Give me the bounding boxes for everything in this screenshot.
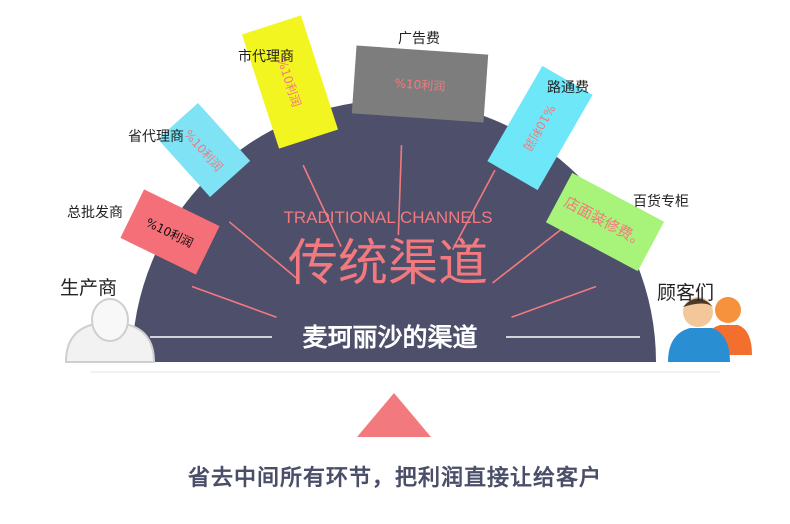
segment-block: %10利润	[241, 15, 339, 149]
heading-cn: 传统渠道	[288, 234, 488, 292]
customers-label: 顾客们	[657, 282, 715, 304]
subtitle: 麦珂丽沙的渠道	[302, 323, 477, 352]
segment-box	[351, 45, 489, 123]
pivot-triangle	[357, 393, 431, 437]
segment-block: %10利润	[157, 102, 251, 198]
ray	[397, 145, 403, 236]
segment-box	[545, 172, 665, 272]
segment-label-1: 省代理商	[128, 129, 184, 145]
ray	[228, 221, 299, 281]
segment-box	[241, 15, 339, 149]
ray	[492, 227, 564, 284]
segment-label-3: 广告费	[398, 31, 440, 47]
producer-label: 生产商	[60, 277, 118, 299]
segment-label-0: 总批发商	[67, 205, 123, 221]
ray	[451, 169, 496, 251]
customers-icon	[668, 297, 752, 362]
ray	[302, 164, 342, 248]
segment-box	[120, 189, 220, 275]
segment-box	[157, 102, 251, 198]
heading-en: TRADITIONAL CHANNELS	[283, 208, 492, 227]
ray	[191, 285, 277, 318]
segment-text: %10利润	[394, 76, 446, 94]
segment-label-2: 市代理商	[238, 49, 294, 65]
segment-label-4: 路通费	[547, 80, 589, 96]
segment-box	[487, 65, 593, 191]
bottom-caption: 省去中间所有环节，把利润直接让给客户	[187, 466, 602, 491]
producer-icon	[64, 298, 156, 363]
segment-block: %10利润	[120, 189, 220, 275]
segment-block: %10利润	[487, 65, 593, 191]
segment-block: %10利润	[351, 45, 489, 123]
rays	[191, 145, 597, 318]
segment-label-5: 百货专柜	[633, 194, 689, 210]
ray	[511, 285, 597, 318]
